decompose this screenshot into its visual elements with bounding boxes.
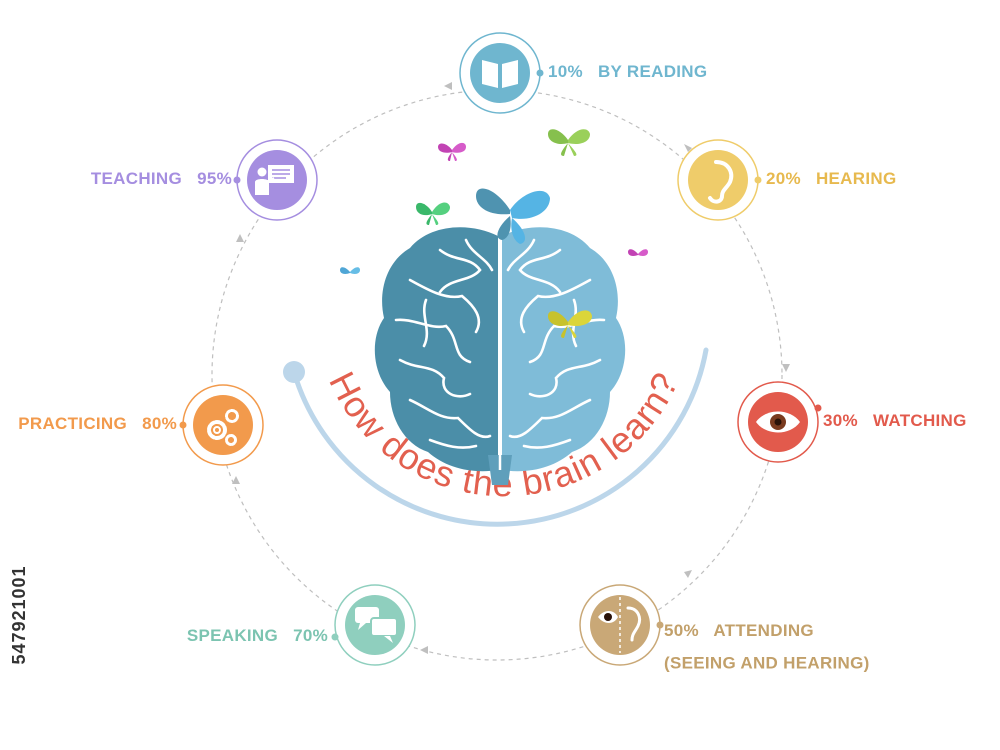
step-hearing-label: HEARING	[816, 169, 897, 188]
butterflies	[340, 129, 648, 338]
step-speaking-percent: 70%	[293, 626, 328, 645]
svg-text:PRACTICING 80%: PRACTICING 80%	[18, 414, 177, 433]
step-attending-percent: 50%	[664, 621, 699, 640]
butterfly-icon	[476, 188, 550, 244]
step-reading: 10% BY READING	[459, 32, 707, 114]
step-watching-percent: 30%	[823, 411, 858, 430]
eye-icon	[756, 411, 800, 433]
step-watching: 30% WATCHING	[737, 381, 967, 463]
butterfly-icon	[548, 129, 590, 156]
butterfly-icon	[438, 142, 466, 161]
step-watching-label: WATCHING	[873, 411, 967, 430]
step-reading-label: BY READING	[598, 62, 707, 81]
step-attending: 50% ATTENDING (SEEING AND HEARING)	[579, 584, 870, 672]
svg-text:10% BY READING: 10% BY READING	[548, 62, 707, 81]
brain-left-hemisphere	[374, 227, 498, 472]
butterfly-icon	[548, 310, 592, 338]
butterfly-icon	[628, 249, 648, 256]
step-teaching: TEACHING 95%	[91, 139, 318, 221]
step-attending-label: ATTENDING	[713, 621, 814, 640]
book-icon	[482, 60, 518, 88]
step-teaching-label: TEACHING	[91, 169, 182, 188]
step-reading-percent: 10%	[548, 62, 583, 81]
connector-ring	[211, 89, 783, 661]
eye-ear-icon	[598, 597, 642, 653]
step-speaking-label: SPEAKING	[187, 626, 278, 645]
gears-icon	[207, 409, 239, 446]
step-practicing: PRACTICING 80%	[18, 384, 264, 466]
step-practicing-percent: 80%	[142, 414, 177, 433]
step-teaching-percent: 95%	[197, 169, 232, 188]
step-attending-sublabel: (SEEING AND HEARING)	[664, 653, 870, 672]
step-practicing-label: PRACTICING	[18, 414, 127, 433]
svg-text:50% ATTENDING: 50% ATTENDING	[664, 621, 814, 640]
teacher-board-icon	[255, 165, 294, 195]
connector-arrows	[232, 82, 790, 654]
title-arc-dot	[283, 361, 305, 383]
speech-bubbles-icon	[355, 607, 398, 643]
brain-gyri	[394, 238, 606, 449]
step-hearing: 20% HEARING	[677, 139, 896, 221]
svg-text:TEACHING 95%: TEACHING 95%	[91, 169, 232, 188]
svg-text:30% WATCHING: 30% WATCHING	[823, 411, 967, 430]
butterfly-icon	[416, 202, 450, 225]
step-hearing-percent: 20%	[766, 169, 801, 188]
step-speaking: SPEAKING 70%	[187, 584, 416, 666]
svg-text:20% HEARING: 20% HEARING	[766, 169, 896, 188]
brain-illustration	[374, 227, 626, 485]
stock-id-text: 547921001	[9, 565, 29, 664]
brain-right-hemisphere	[502, 227, 626, 472]
stock-id-watermark: 547921001	[9, 565, 29, 664]
ear-icon	[708, 160, 734, 204]
butterfly-icon	[340, 267, 360, 274]
title-arc	[291, 347, 709, 527]
svg-text:SPEAKING 70%: SPEAKING 70%	[187, 626, 328, 645]
